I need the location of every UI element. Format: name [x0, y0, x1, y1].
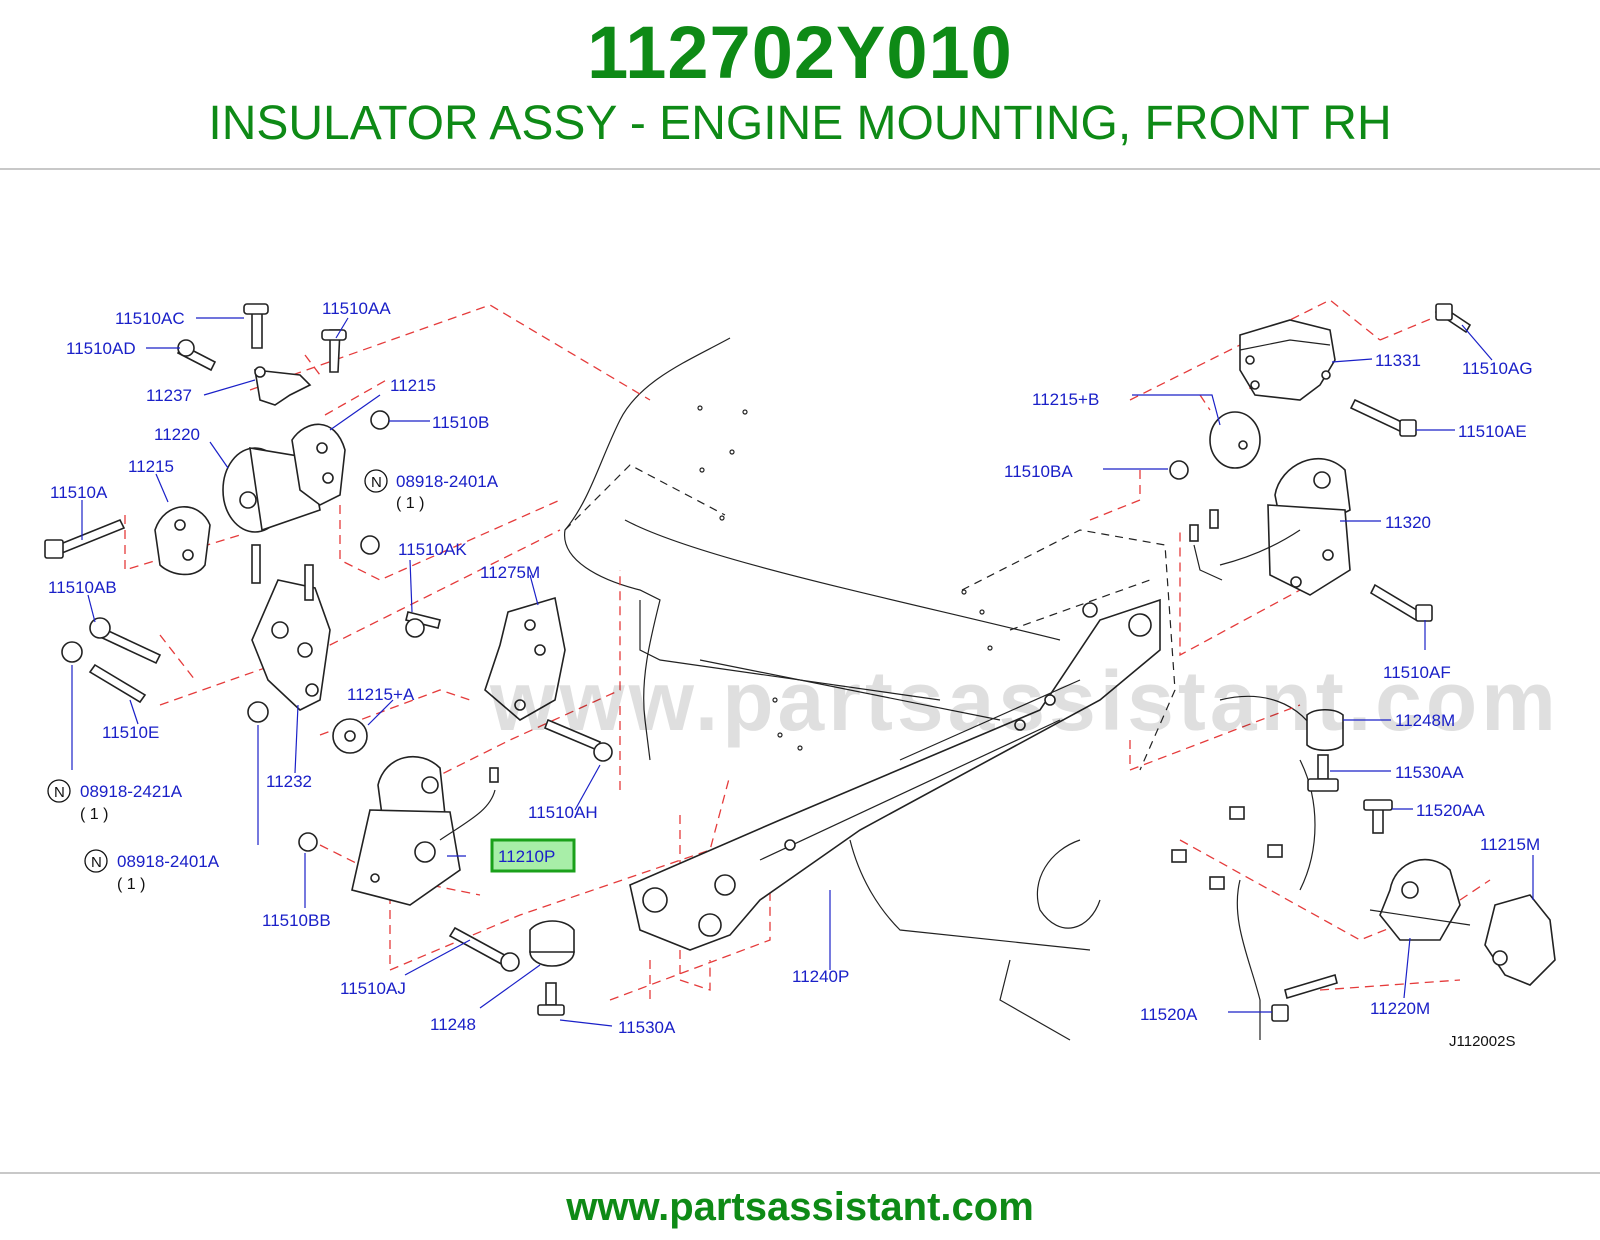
callout-11510AG[interactable]: 11510AG	[1462, 359, 1533, 378]
callout-11520A[interactable]: 11520A	[1140, 1005, 1198, 1024]
callout-11248M[interactable]: 11248M	[1395, 711, 1455, 730]
note-symbol: N	[371, 474, 382, 491]
quantity-note: ( 1 )	[117, 876, 145, 893]
callout-11510AF[interactable]: 11510AF	[1383, 663, 1451, 682]
callout-11215-B[interactable]: 11215+B	[1032, 390, 1099, 409]
callout-11215-A[interactable]: 11215+A	[347, 685, 415, 704]
callout-08918-2401A-top[interactable]: 08918-2401A	[396, 472, 499, 491]
leader-lines	[71, 317, 1534, 1027]
callout-11510BB[interactable]: 11510BB	[262, 911, 331, 930]
callout-11520AA[interactable]: 11520AA	[1416, 801, 1485, 820]
note-circle-icon	[47, 779, 71, 803]
footer-url[interactable]: www.partsassistant.com	[566, 1185, 1034, 1229]
diagram-code: J112002S	[1449, 1033, 1515, 1050]
bracket-11275M	[484, 596, 613, 762]
callout-11210P[interactable]: 11210P	[498, 847, 555, 866]
callout-11510B[interactable]: 11510B	[432, 413, 489, 432]
right-mount-assembly	[1169, 303, 1472, 622]
callout-11248[interactable]: 11248	[430, 1015, 476, 1034]
callout-11510AB[interactable]: 11510AB	[48, 578, 117, 597]
note-symbol: N	[91, 854, 102, 871]
callout-11220M[interactable]: 11220M	[1370, 999, 1430, 1018]
note-circle-icon	[364, 469, 388, 493]
callout-11331[interactable]: 11331	[1375, 351, 1421, 370]
watermark: www.partsassistant.com	[489, 654, 1560, 748]
insulator-11210P	[298, 718, 575, 1016]
callout-11510AA[interactable]: 11510AA	[322, 299, 391, 318]
header-divider	[0, 168, 1600, 170]
quantity-note: ( 1 )	[80, 806, 108, 823]
note-08918-2401A-top: N 08918-2401A ( 1 )	[364, 469, 499, 512]
callout-11510E[interactable]: 11510E	[102, 723, 159, 742]
callout-11510BA[interactable]: 11510BA	[1004, 462, 1073, 481]
callout-11530A[interactable]: 11530A	[618, 1018, 676, 1037]
highlight-box	[490, 838, 576, 873]
lower-right-mounts	[1171, 708, 1556, 1022]
callout-11232[interactable]: 11232	[266, 772, 312, 791]
assembly-lines	[124, 299, 1491, 1001]
note-08918-2421A: N 08918-2421A ( 1 )	[47, 779, 183, 823]
note-symbol: N	[54, 784, 65, 801]
callout-11275M[interactable]: 11275M	[480, 563, 540, 582]
callout-11240P[interactable]: 11240P	[792, 967, 849, 986]
footer-divider	[0, 1172, 1600, 1174]
callout-11510AD[interactable]: 11510AD	[66, 339, 136, 358]
engine-outline	[564, 337, 1321, 1041]
callout-11215-left[interactable]: 11215	[128, 457, 174, 476]
note-circle-icon	[84, 849, 108, 873]
callout-11320[interactable]: 11320	[1385, 513, 1431, 532]
cross-member-11240P	[629, 598, 1161, 951]
callout-11530AA[interactable]: 11530AA	[1395, 763, 1464, 782]
callout-labels: 11510AC 11510AA 11510AD 11237 11215 1151…	[47, 299, 1540, 1050]
callout-08918-2421A[interactable]: 08918-2421A	[80, 782, 183, 801]
engine-dash-frame	[564, 464, 1176, 771]
left-mount-assembly	[44, 303, 441, 723]
page-header: 112702Y010 INSULATOR ASSY - ENGINE MOUNT…	[0, 0, 1600, 168]
callout-11215M[interactable]: 11215M	[1480, 835, 1540, 854]
part-number: 112702Y010	[587, 11, 1013, 94]
callout-11510AK[interactable]: 11510AK	[398, 540, 467, 559]
callout-11510AJ[interactable]: 11510AJ	[340, 979, 406, 998]
callout-11220[interactable]: 11220	[154, 425, 200, 444]
callout-11510AH[interactable]: 11510AH	[528, 803, 598, 822]
part-title: INSULATOR ASSY - ENGINE MOUNTING, FRONT …	[208, 97, 1392, 150]
callout-11215-upper[interactable]: 11215	[390, 376, 436, 395]
note-08918-2401A-bottom: N 08918-2401A ( 1 )	[84, 849, 220, 893]
callout-11237[interactable]: 11237	[146, 386, 192, 405]
callout-11510AC[interactable]: 11510AC	[115, 309, 185, 328]
quantity-note: ( 1 )	[396, 495, 424, 512]
callout-11510A[interactable]: 11510A	[50, 483, 108, 502]
callout-08918-2401A-bottom[interactable]: 08918-2401A	[117, 852, 220, 871]
callout-11510AE[interactable]: 11510AE	[1458, 422, 1527, 441]
